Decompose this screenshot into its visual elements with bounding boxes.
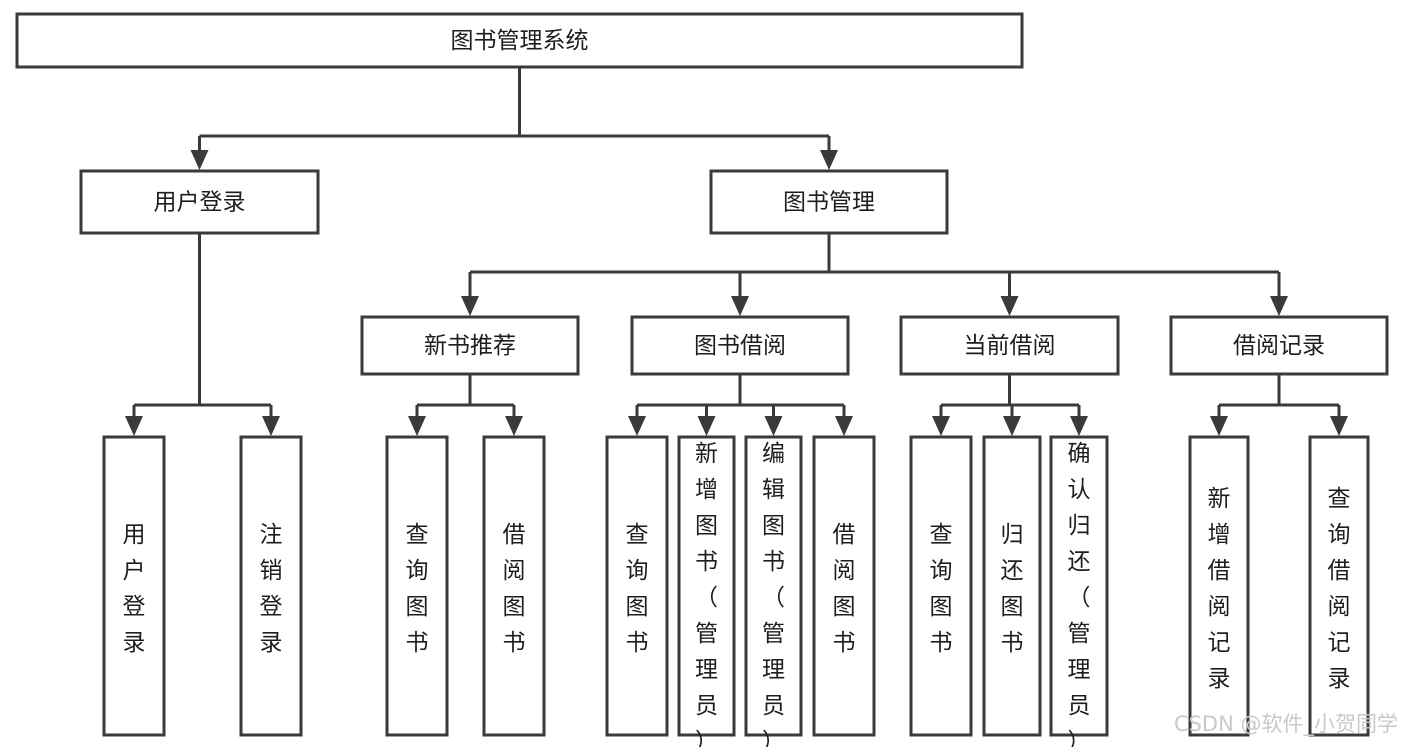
node-box[interactable] bbox=[605, 435, 669, 737]
node-box[interactable] bbox=[812, 435, 876, 737]
node-box[interactable] bbox=[102, 435, 166, 737]
node-box[interactable] bbox=[1188, 435, 1250, 737]
arrow-head-icon bbox=[505, 416, 523, 436]
node-leaf-return-book[interactable]: 归还图书 bbox=[982, 435, 1042, 737]
node-box[interactable] bbox=[677, 435, 736, 737]
node-leaf-confirm-return[interactable]: 确认归还（管理员） bbox=[1049, 435, 1109, 747]
node-label: 图书管理系统 bbox=[451, 28, 589, 54]
arrow-head-icon bbox=[1070, 416, 1088, 436]
arrow-head-icon bbox=[731, 296, 749, 316]
arrow-head-icon bbox=[1000, 296, 1019, 316]
node-label: 图书借阅 bbox=[694, 333, 786, 359]
arrow-head-icon bbox=[835, 416, 853, 436]
node-label: 查询图书 bbox=[626, 522, 649, 656]
node-box[interactable] bbox=[482, 435, 546, 737]
node-book-management[interactable]: 图书管理 bbox=[709, 169, 949, 235]
node-label: 归还图书 bbox=[1001, 522, 1024, 656]
connector-group bbox=[1219, 374, 1339, 407]
node-label: 编辑图书（管理员） bbox=[762, 441, 785, 747]
node-label: 查询借阅记录 bbox=[1328, 486, 1351, 692]
node-label: 确认归还（管理员） bbox=[1068, 441, 1091, 747]
node-layer: 图书管理系统用户登录图书管理新书推荐图书借阅当前借阅借阅记录用户登录注销登录查询… bbox=[15, 12, 1389, 747]
node-box[interactable] bbox=[385, 435, 449, 737]
node-label: 新增图书（管理员） bbox=[695, 441, 718, 747]
node-leaf-borrow-book-recommend[interactable]: 借阅图书 bbox=[482, 435, 546, 737]
arrow-head-icon bbox=[628, 416, 646, 436]
arrow-head-icon bbox=[1270, 296, 1288, 316]
arrow-head-icon bbox=[932, 416, 950, 436]
node-borrow-record[interactable]: 借阅记录 bbox=[1169, 315, 1389, 376]
node-leaf-query-book-recommend[interactable]: 查询图书 bbox=[385, 435, 449, 737]
node-new-book-recommend[interactable]: 新书推荐 bbox=[360, 315, 580, 376]
node-box[interactable] bbox=[982, 435, 1042, 737]
arrow-head-icon bbox=[1210, 416, 1228, 436]
arrow-head-icon bbox=[1003, 416, 1021, 436]
node-label: 借阅图书 bbox=[833, 522, 856, 656]
arrow-head-icon bbox=[125, 416, 143, 436]
connector-group bbox=[134, 233, 271, 407]
connector-group bbox=[637, 374, 844, 407]
arrow-head-icon bbox=[697, 416, 716, 436]
node-leaf-logout[interactable]: 注销登录 bbox=[239, 435, 303, 737]
connector-group bbox=[941, 374, 1079, 407]
csdn-watermark: CSDN @软件_小贺同学 bbox=[1174, 712, 1398, 737]
arrow-head-icon bbox=[408, 416, 426, 436]
node-leaf-edit-book[interactable]: 编辑图书（管理员） bbox=[744, 435, 803, 747]
node-leaf-user-login[interactable]: 用户登录 bbox=[102, 435, 166, 737]
arrow-head-icon bbox=[262, 416, 280, 436]
node-label: 查询图书 bbox=[930, 522, 953, 656]
node-label: 借阅图书 bbox=[503, 522, 526, 656]
node-label: 图书管理 bbox=[783, 190, 875, 216]
node-box[interactable] bbox=[630, 315, 850, 376]
arrow-head-icon bbox=[1330, 416, 1348, 436]
node-label: 新书推荐 bbox=[424, 333, 516, 359]
node-box[interactable] bbox=[744, 435, 803, 737]
node-label: 查询图书 bbox=[406, 522, 429, 656]
connector-group bbox=[417, 374, 514, 407]
node-box[interactable] bbox=[899, 315, 1120, 376]
node-label: 借阅记录 bbox=[1233, 333, 1325, 359]
node-box[interactable] bbox=[1049, 435, 1109, 737]
node-book-borrow[interactable]: 图书借阅 bbox=[630, 315, 850, 376]
node-leaf-query-borrow-record[interactable]: 查询借阅记录 bbox=[1308, 435, 1370, 737]
node-leaf-add-borrow-record[interactable]: 新增借阅记录 bbox=[1188, 435, 1250, 737]
node-label: 注销登录 bbox=[260, 522, 283, 656]
node-label: 当前借阅 bbox=[964, 333, 1056, 359]
node-user-login[interactable]: 用户登录 bbox=[79, 169, 320, 235]
node-box[interactable] bbox=[1308, 435, 1370, 737]
node-box[interactable] bbox=[909, 435, 973, 737]
node-box[interactable] bbox=[1169, 315, 1389, 376]
node-box[interactable] bbox=[360, 315, 580, 376]
node-box[interactable] bbox=[709, 169, 949, 235]
arrow-head-icon bbox=[820, 150, 838, 170]
node-leaf-query-book-borrow[interactable]: 查询图书 bbox=[605, 435, 669, 737]
node-label: 用户登录 bbox=[154, 190, 246, 216]
node-current-borrow[interactable]: 当前借阅 bbox=[899, 315, 1120, 376]
node-box[interactable] bbox=[239, 435, 303, 737]
node-leaf-borrow-book[interactable]: 借阅图书 bbox=[812, 435, 876, 737]
node-leaf-add-book[interactable]: 新增图书（管理员） bbox=[677, 435, 736, 747]
node-box[interactable] bbox=[15, 12, 1024, 69]
arrow-head-icon bbox=[190, 150, 209, 170]
node-label: 新增借阅记录 bbox=[1208, 486, 1231, 692]
connector-group bbox=[470, 233, 1279, 274]
connector-layer bbox=[125, 67, 1348, 436]
connector-group bbox=[199, 67, 829, 138]
arrow-head-icon bbox=[764, 416, 783, 436]
node-leaf-query-book-current[interactable]: 查询图书 bbox=[909, 435, 973, 737]
node-root[interactable]: 图书管理系统 bbox=[15, 12, 1024, 69]
node-box[interactable] bbox=[79, 169, 320, 235]
arrow-head-icon bbox=[461, 296, 479, 316]
node-label: 用户登录 bbox=[123, 522, 146, 656]
